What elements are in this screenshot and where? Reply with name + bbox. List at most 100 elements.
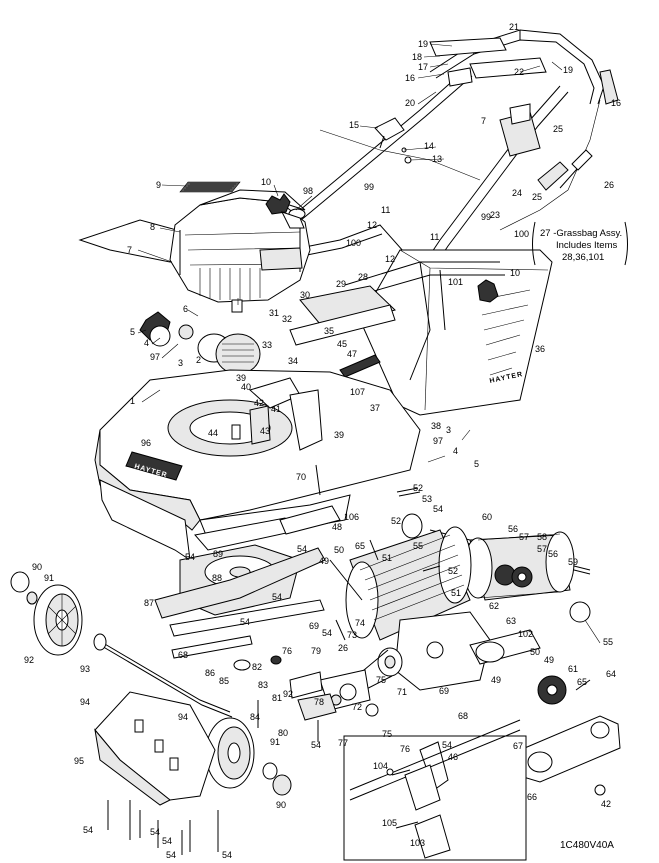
callout-55: 55 xyxy=(413,541,423,551)
callout-42: 42 xyxy=(254,398,264,408)
callout-64: 64 xyxy=(606,669,616,679)
callout-78: 78 xyxy=(314,697,324,707)
callout-57: 57 xyxy=(537,544,547,554)
callout-54: 54 xyxy=(322,628,332,638)
callout-52: 52 xyxy=(413,483,423,493)
callout-54: 54 xyxy=(162,836,172,846)
rear-axle xyxy=(93,633,233,718)
callout-12: 12 xyxy=(385,254,395,264)
callout-104: 104 xyxy=(373,761,388,771)
callout-6: 6 xyxy=(183,304,188,314)
callout-97: 97 xyxy=(150,352,160,362)
callout-89: 89 xyxy=(213,549,223,559)
callout-7: 7 xyxy=(127,245,132,255)
callout-29: 29 xyxy=(336,279,346,289)
callout-4: 4 xyxy=(453,446,458,456)
callout-50: 50 xyxy=(530,647,540,657)
callout-54: 54 xyxy=(442,740,452,750)
callout-26: 26 xyxy=(338,643,348,653)
callout-8: 8 xyxy=(150,222,155,232)
grassbag-note-left-bracket xyxy=(532,221,536,266)
callout-22: 22 xyxy=(514,67,524,77)
callout-65: 65 xyxy=(355,541,365,551)
callout-48: 48 xyxy=(332,522,342,532)
callout-63: 63 xyxy=(506,616,516,626)
callout-57: 57 xyxy=(519,532,529,542)
grassbag-note-line3: 28,36,101 xyxy=(562,252,604,263)
callout-44: 44 xyxy=(208,428,218,438)
callout-100: 100 xyxy=(514,229,529,239)
callout-39: 39 xyxy=(236,373,246,383)
callout-5: 5 xyxy=(130,327,135,337)
callout-50: 50 xyxy=(334,545,344,555)
callout-56: 56 xyxy=(508,524,518,534)
callout-76: 76 xyxy=(400,744,410,754)
callout-102: 102 xyxy=(518,629,533,639)
callout-54: 54 xyxy=(297,544,307,554)
callout-54: 54 xyxy=(166,850,176,860)
wheel-front xyxy=(205,717,292,796)
callout-20: 20 xyxy=(405,98,415,108)
callout-11: 11 xyxy=(430,232,439,242)
callout-94: 94 xyxy=(178,712,188,722)
callout-76: 76 xyxy=(282,646,292,656)
callout-54: 54 xyxy=(185,552,195,562)
knob-10 xyxy=(265,193,305,229)
callout-74: 74 xyxy=(355,618,365,628)
callout-46: 46 xyxy=(448,752,458,762)
callout-12: 12 xyxy=(367,220,377,230)
callout-39: 39 xyxy=(334,430,344,440)
grassbag-note-line1: 27 -Grassbag Assy. xyxy=(540,228,622,239)
callout-86: 86 xyxy=(205,668,215,678)
callout-3: 3 xyxy=(178,358,183,368)
engine xyxy=(169,181,311,313)
callout-41: 41 xyxy=(271,404,281,414)
callout-54: 54 xyxy=(433,504,443,514)
leader-lines xyxy=(137,43,601,644)
callout-31: 31 xyxy=(269,308,279,318)
callout-10: 10 xyxy=(261,177,271,187)
grassbag-note-right-bracket xyxy=(624,221,628,266)
cutting-parts xyxy=(154,505,341,659)
callout-87: 87 xyxy=(144,598,154,608)
callout-10: 10 xyxy=(510,268,520,278)
callout-73: 73 xyxy=(347,630,357,640)
callout-77: 77 xyxy=(338,738,348,748)
callout-80: 80 xyxy=(278,728,288,738)
callout-90: 90 xyxy=(32,562,42,572)
callout-65: 65 xyxy=(577,677,587,687)
callout-3: 3 xyxy=(446,425,451,435)
callout-40: 40 xyxy=(241,382,251,392)
deck-center-bracket xyxy=(231,377,323,451)
callout-100: 100 xyxy=(346,238,361,248)
callout-99: 99 xyxy=(481,212,491,222)
callout-69: 69 xyxy=(439,686,449,696)
callout-54: 54 xyxy=(311,740,321,750)
callout-91: 91 xyxy=(44,573,54,583)
callout-labels: 21 19 18 17 22 19 16 16 20 7 25 15 14 13… xyxy=(24,22,621,860)
callout-58: 58 xyxy=(537,532,547,542)
callout-90: 90 xyxy=(276,800,286,810)
callout-54: 54 xyxy=(222,850,232,860)
callout-75: 75 xyxy=(382,729,392,739)
cutting-cylinder xyxy=(329,526,472,641)
callout-35: 35 xyxy=(324,326,334,336)
callout-71: 71 xyxy=(397,687,407,697)
callout-81: 81 xyxy=(272,693,282,703)
callout-68: 68 xyxy=(178,650,188,660)
callout-24: 24 xyxy=(512,188,522,198)
mower-deck: HAYTER xyxy=(94,369,421,562)
grassbag: HAYTER xyxy=(289,249,553,416)
callout-16: 16 xyxy=(405,73,415,83)
callout-42: 42 xyxy=(601,799,611,809)
callout-45: 45 xyxy=(337,339,347,349)
callout-34: 34 xyxy=(288,356,298,366)
callout-37: 37 xyxy=(370,403,380,413)
callout-47: 47 xyxy=(347,349,357,359)
callout-15: 15 xyxy=(349,120,359,130)
callout-59: 59 xyxy=(568,557,578,567)
callout-49: 49 xyxy=(491,675,501,685)
rear-roller xyxy=(401,513,591,623)
callout-93: 93 xyxy=(80,664,90,674)
